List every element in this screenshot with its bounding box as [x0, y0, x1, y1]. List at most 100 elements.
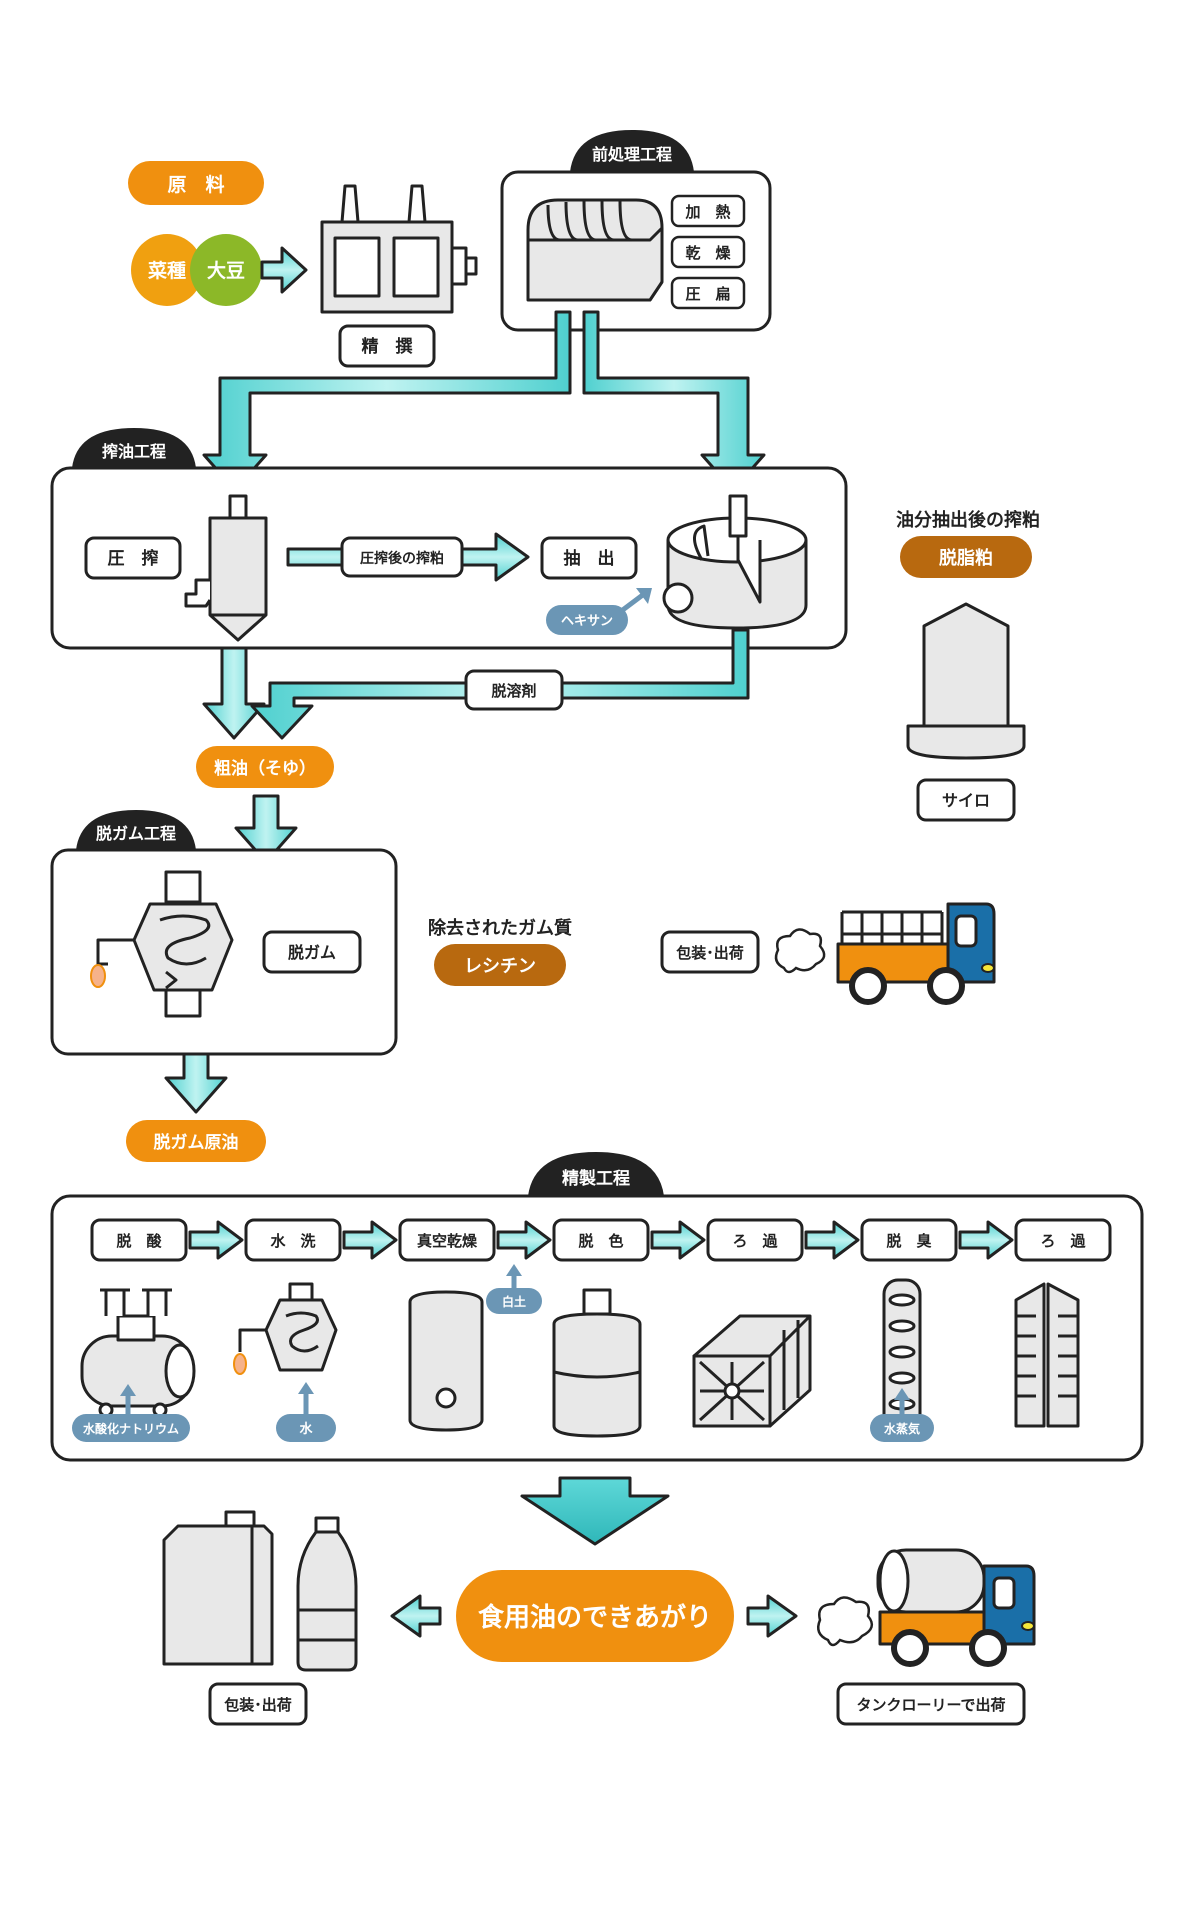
final-packing-label: 包装･出荷	[224, 1696, 292, 1714]
silo-label-box	[916, 778, 1016, 822]
removed-gum-caption: 除去されたガム質	[428, 917, 572, 939]
step-flatten: 圧 扁	[685, 285, 730, 303]
extract-label-box	[540, 536, 638, 580]
refining-step-box-3	[398, 1218, 496, 1262]
naoh-label: 水酸化ナトリウム	[83, 1421, 179, 1436]
filter-press-icon	[692, 1314, 812, 1428]
arrow-to-tanker	[746, 1594, 798, 1638]
refining-step-label-3: 真空乾燥	[417, 1232, 478, 1250]
refining-title: 精製工程	[562, 1168, 630, 1189]
tanker-label-box	[836, 1682, 1026, 1726]
refining-step-box-2	[244, 1218, 342, 1262]
meal-section: 油分抽出後の搾粕 脱脂粕 サイロ	[896, 509, 1040, 822]
water-label: 水	[299, 1421, 313, 1437]
pressing-tab	[72, 428, 196, 468]
arrow-to-degum	[234, 794, 298, 864]
arrow-to-degummed-oil	[164, 1052, 228, 1114]
seed-soybean-label: 大豆	[207, 259, 245, 282]
refining-step-label-4: 脱 色	[578, 1232, 623, 1250]
hexane-arrowhead	[636, 588, 652, 604]
steam-arrowhead	[894, 1388, 910, 1400]
silo-icon	[906, 602, 1026, 760]
degum-drop	[90, 964, 106, 988]
degum-packing-box	[660, 930, 760, 974]
refining-steps: 脱 酸 水 洗 真空乾燥 脱 色 ろ 過 脱 臭 ろ 過	[90, 1218, 1112, 1262]
refining-tab	[528, 1152, 664, 1196]
refining-step-label-1: 脱 酸	[116, 1232, 162, 1250]
press-label: 圧 搾	[108, 548, 159, 569]
pretreatment-steps	[670, 194, 746, 310]
pretreatment-tab	[570, 130, 694, 172]
cake-label: 圧搾後の搾粕	[360, 550, 444, 567]
finished-oil-pill	[456, 1570, 734, 1662]
selection-label-box	[338, 324, 436, 368]
refining-step-label-2: 水 洗	[270, 1232, 315, 1250]
exhaust-cloud-icon	[774, 928, 826, 974]
bleacher-icon	[552, 1288, 642, 1438]
raw-section: 原 料 菜種 大豆 精 撰	[128, 161, 478, 368]
degum-title: 脱ガム工程	[96, 824, 176, 843]
degum-packing-label: 包装･出荷	[676, 944, 744, 962]
steam-label: 水蒸気	[884, 1421, 920, 1436]
lecithin-label: レシチン	[464, 956, 536, 977]
clay-label: 白土	[502, 1294, 526, 1309]
refining-step-box-7	[1014, 1218, 1112, 1262]
hexane-label: ヘキサン	[561, 614, 613, 629]
refining-step-box-5	[706, 1218, 804, 1262]
finished-oil-label: 食用油のできあがり	[478, 1602, 712, 1633]
degum-label-box	[262, 930, 362, 974]
pipe-to-extract	[582, 310, 766, 492]
refining-section: 精製工程 脱 酸 水 洗 真空乾燥 脱 色 ろ 過 脱 臭 ろ 過	[50, 1152, 1144, 1462]
pretreatment-title: 前処理工程	[592, 145, 672, 164]
pressing-outputs: 脱溶剤 粗油（そゆ）	[196, 628, 750, 864]
separator-machine-icon	[320, 184, 478, 314]
desolvent-label-box	[464, 669, 564, 711]
crude-oil-label: 粗油（そゆ）	[214, 758, 316, 779]
degummed-oil-label: 脱ガム原油	[154, 1132, 239, 1153]
degummed-oil-pill	[126, 1120, 266, 1162]
meal-label: 脱脂粕	[939, 547, 993, 569]
pressing-title: 搾油工程	[102, 442, 166, 461]
seed-rapeseed-label: 菜種	[147, 259, 186, 282]
desolvent-label: 脱溶剤	[491, 682, 536, 700]
meal-caption: 油分抽出後の搾粕	[896, 509, 1040, 531]
deacid-tank-icon	[80, 1288, 196, 1418]
extractor-icon	[662, 494, 808, 630]
refining-step-arrow-3	[496, 1220, 552, 1260]
vacuum-dryer-icon	[408, 1290, 484, 1432]
refining-step-label-5: ろ 過	[732, 1232, 778, 1250]
water-pill	[276, 1414, 336, 1442]
hexane-arrow	[618, 592, 646, 614]
refining-step-label-6: 脱 臭	[886, 1232, 931, 1250]
oil-can-icon	[162, 1510, 274, 1666]
refining-step-box-1	[90, 1218, 188, 1262]
pipe-press-down	[202, 646, 266, 740]
silo-label: サイロ	[942, 791, 990, 810]
naoh-arrowhead	[120, 1384, 136, 1396]
naoh-pill	[72, 1414, 190, 1442]
oil-bottle-icon	[296, 1516, 358, 1672]
clay-arrowhead	[506, 1264, 522, 1276]
expeller-icon	[184, 494, 268, 642]
tanker-label: タンクローリーで出荷	[856, 1696, 1005, 1714]
final-section: 食用油のできあがり 包装･出荷 タンクローリーで出荷	[162, 1510, 1036, 1726]
refining-step-arrow-2	[342, 1220, 398, 1260]
refining-step-arrow-1	[188, 1220, 244, 1260]
tanker-exhaust-cloud-icon	[817, 1596, 874, 1647]
flatbed-truck-icon	[836, 902, 996, 1005]
washer-drop	[233, 1353, 247, 1375]
degummer-icon	[96, 870, 234, 1018]
degum-section: 脱ガム工程 脱ガム 除去されたガム質 レシチン 包装･出荷	[50, 810, 996, 1056]
pretreatment-pipes	[202, 310, 766, 492]
pressing-section: 搾油工程 圧 搾 圧搾後の搾粕 抽 出 ヘキサン	[50, 428, 848, 650]
step-dry: 乾 燥	[685, 244, 731, 262]
refining-step-label-7: ろ 過	[1040, 1232, 1086, 1250]
pretreatment-section: 前処理工程 加 熱 乾 燥 圧 扁	[500, 130, 772, 332]
meal-pill	[900, 536, 1032, 578]
water-arrowhead	[298, 1382, 314, 1394]
lecithin-pill	[434, 944, 566, 986]
press-label-box	[84, 536, 182, 580]
raw-title-pill	[128, 161, 264, 205]
raw-to-separator-arrow	[260, 246, 308, 294]
tanker-truck-icon	[876, 1548, 1036, 1667]
